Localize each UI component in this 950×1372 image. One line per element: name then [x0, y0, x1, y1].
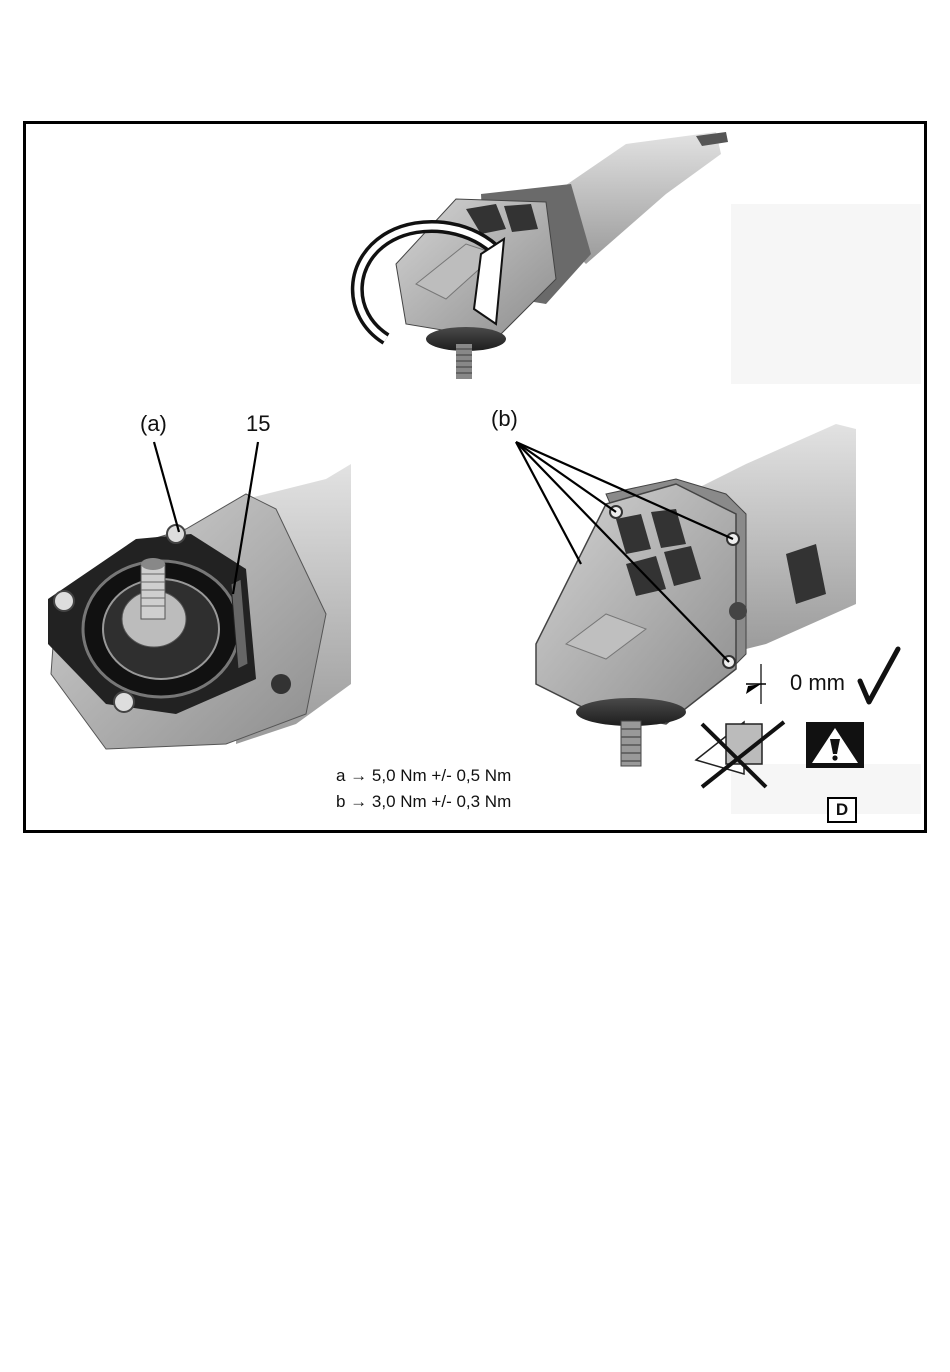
leader-a	[154, 442, 179, 532]
top-grinder	[396, 132, 728, 379]
grinder-illustration	[26, 124, 924, 830]
background-patch	[731, 764, 921, 814]
torque-a-text: a → 5,0 Nm +/- 0,5 Nm	[336, 766, 511, 786]
leader-b	[516, 442, 581, 564]
background-patch	[731, 204, 921, 384]
right-grinder	[536, 424, 856, 766]
gap-dimension	[746, 664, 766, 704]
callout-b: (b)	[491, 408, 518, 430]
figure-frame: (a) 15 (b) 0 mm a → 5,0 Nm +/- 0,5 Nm b …	[23, 121, 927, 833]
gap-label: 0 mm	[790, 672, 845, 694]
warning-icon	[806, 722, 864, 768]
callout-a: (a)	[140, 413, 167, 435]
leader-b	[516, 442, 616, 512]
left-grinder	[48, 464, 351, 749]
checkmark-icon	[860, 649, 898, 702]
panel-letter: D	[827, 797, 857, 823]
torque-b-text: b → 3,0 Nm +/- 0,3 Nm	[336, 792, 511, 812]
callout-15: 15	[246, 413, 270, 435]
